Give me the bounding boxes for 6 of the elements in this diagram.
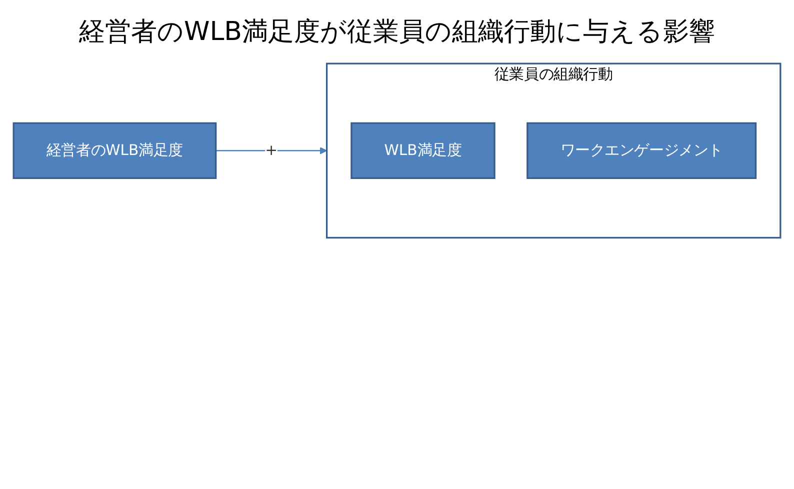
node-box: WLB満足度 [350,122,496,179]
arrow [216,147,328,154]
diagram-title: 経営者のWLB満足度が従業員の組織行動に与える影響 [78,16,716,49]
node-box: ワークエンゲージメント [526,122,757,179]
node-box: 経営者のWLB満足度 [12,122,217,179]
edge-label: + [265,142,278,160]
